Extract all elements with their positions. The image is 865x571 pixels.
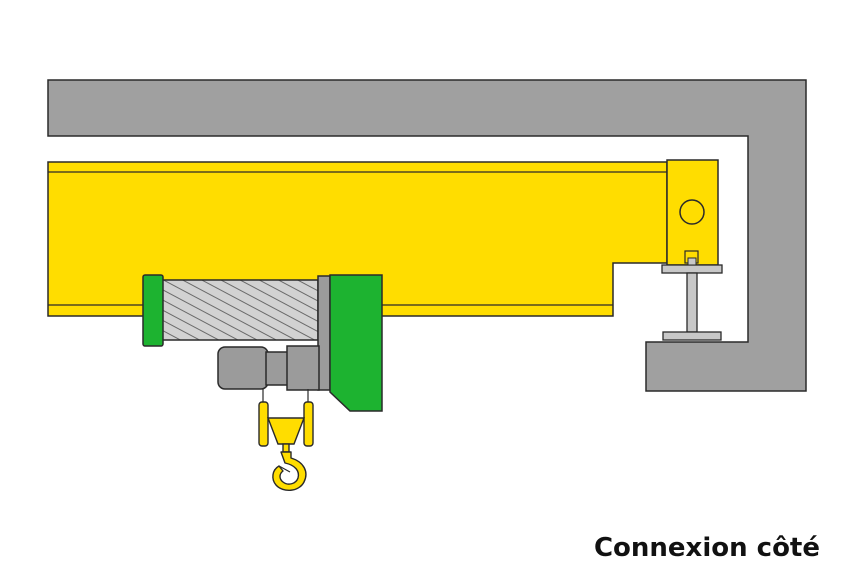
hoist-trolley	[329, 274, 383, 412]
runway-i-beam	[661, 264, 723, 341]
rail-bolt	[687, 257, 697, 266]
drum-left-flange	[142, 274, 164, 347]
building-structure	[47, 79, 807, 392]
hook-latch	[278, 465, 291, 473]
hook-block	[258, 401, 314, 453]
drum-right-flange	[317, 275, 331, 391]
rope-drum	[159, 279, 319, 341]
diagram-caption: Connexion côté	[593, 533, 820, 563]
motor-coupling	[265, 351, 289, 386]
gearbox	[286, 345, 320, 391]
end-carriage-wheel	[679, 199, 705, 225]
hoist-motor	[217, 346, 269, 390]
